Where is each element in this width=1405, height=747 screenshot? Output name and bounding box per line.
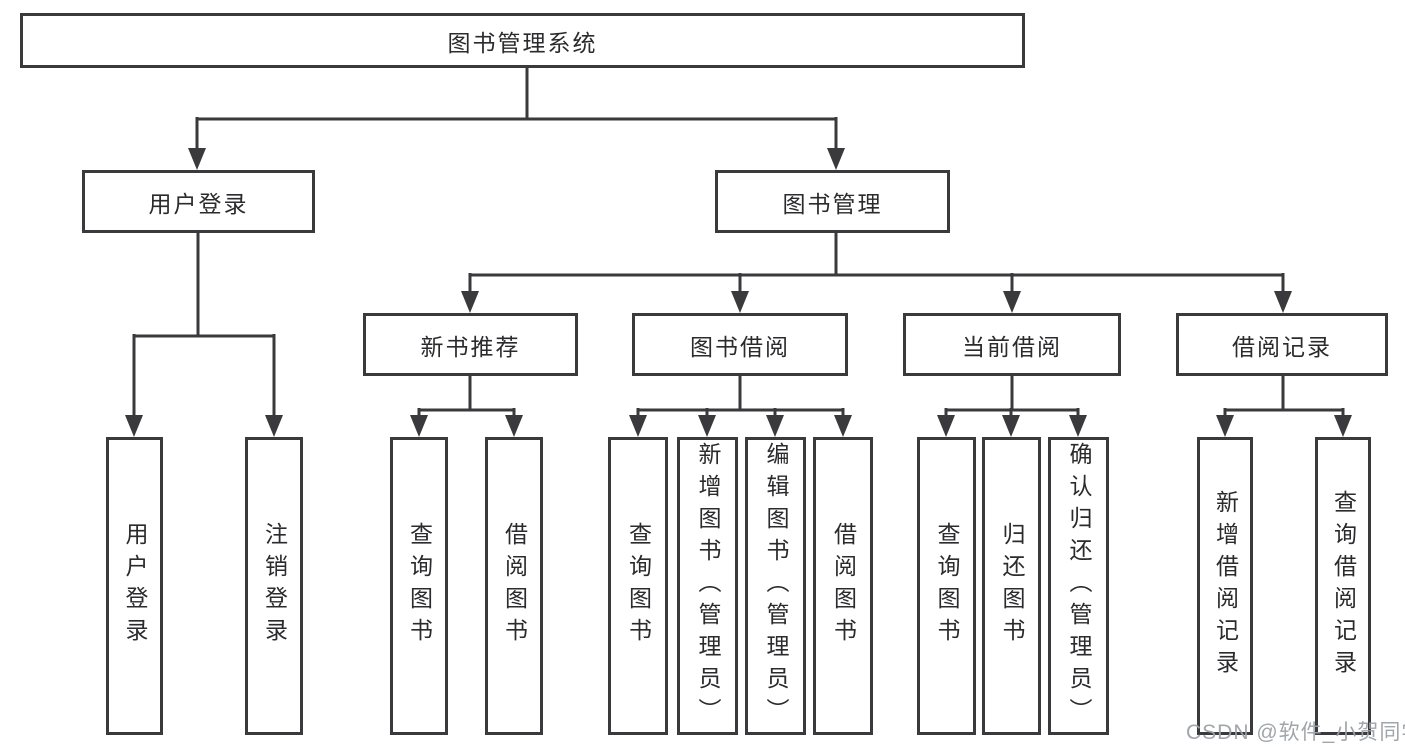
- leaf-label: 注销登录: [261, 522, 288, 650]
- leaf-query-books-newbooks: 查询图书: [390, 437, 448, 735]
- leaf-query-borrow-record: 查询借阅记录: [1315, 437, 1371, 735]
- leaf-label: 新增图书（管理员）: [695, 442, 721, 730]
- leaf-label: 确认归还（管理员）: [1066, 442, 1092, 730]
- leaf-add-books-admin: 新增图书（管理员）: [677, 437, 738, 735]
- leaf-query-books-current: 查询图书: [917, 437, 976, 735]
- leaf-user-login: 用户登录: [106, 437, 163, 735]
- leaf-label: 查询图书: [934, 522, 960, 650]
- node-label: 新书推荐: [420, 333, 521, 360]
- leaf-confirm-return-admin: 确认归还（管理员）: [1048, 437, 1109, 735]
- node-label: 当前借阅: [962, 333, 1062, 360]
- node-label: 图书管理系统: [447, 29, 598, 56]
- leaf-label: 借阅图书: [830, 522, 857, 650]
- node-label: 图书借阅: [690, 333, 790, 360]
- leaf-label: 归还图书: [999, 522, 1025, 650]
- leaf-return-books: 归还图书: [982, 437, 1041, 735]
- leaf-label: 用户登录: [122, 522, 148, 650]
- node-borrowing-records: 借阅记录: [1176, 313, 1388, 376]
- node-new-book-recommend: 新书推荐: [363, 313, 578, 376]
- node-current-borrowing: 当前借阅: [903, 313, 1121, 376]
- node-label: 图书管理: [782, 190, 883, 217]
- leaf-label: 查询图书: [625, 522, 652, 650]
- leaf-edit-books-admin: 编辑图书（管理员）: [745, 437, 806, 735]
- leaf-label: 借阅图书: [501, 522, 528, 650]
- leaf-add-borrow-record: 新增借阅记录: [1197, 437, 1253, 735]
- csdn-watermark: CSDN @软件_小贺同学: [1186, 721, 1405, 744]
- node-label: 借阅记录: [1232, 333, 1332, 360]
- node-book-borrowing: 图书借阅: [632, 313, 848, 376]
- leaf-logout: 注销登录: [245, 437, 303, 735]
- leaf-borrow-books-newbooks: 借阅图书: [485, 437, 543, 735]
- leaf-label: 查询图书: [406, 522, 433, 650]
- node-label: 用户登录: [148, 190, 249, 217]
- node-book-management: 图书管理: [715, 170, 950, 233]
- leaf-label: 新增借阅记录: [1212, 490, 1239, 682]
- leaf-label: 查询借阅记录: [1330, 490, 1357, 682]
- node-user-login: 用户登录: [82, 170, 315, 233]
- node-library-system: 图书管理系统: [20, 13, 1025, 68]
- leaf-label: 编辑图书（管理员）: [763, 442, 789, 730]
- leaf-borrow-books: 借阅图书: [813, 437, 873, 735]
- leaf-query-books-borrow: 查询图书: [608, 437, 668, 735]
